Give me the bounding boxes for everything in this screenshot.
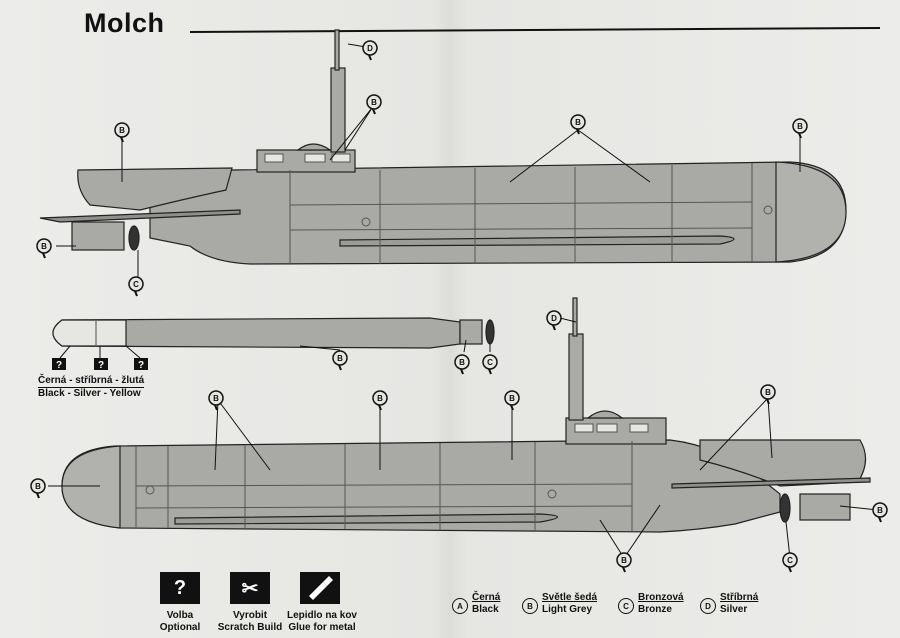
svg-text:?: ? bbox=[56, 360, 62, 371]
callout-b: B bbox=[760, 384, 776, 405]
bottom-propeller bbox=[779, 493, 791, 523]
callout-b: B bbox=[332, 350, 348, 371]
svg-text:B: B bbox=[797, 122, 803, 131]
svg-text:B: B bbox=[377, 394, 383, 403]
callout-b: B bbox=[114, 122, 130, 143]
bottom-underslung-torpedo bbox=[174, 513, 559, 525]
svg-text:C: C bbox=[487, 358, 493, 367]
svg-text:B: B bbox=[213, 394, 219, 403]
question-icon: ? bbox=[94, 358, 108, 371]
torpedo-drawing bbox=[52, 317, 495, 349]
callout-c: C bbox=[482, 354, 498, 375]
top-rudder-box bbox=[71, 221, 125, 251]
callout-badges: D B B B B B C D B B C B B B B B B C B bbox=[30, 40, 888, 573]
bottom-stern-deck bbox=[699, 439, 867, 487]
svg-text:D: D bbox=[367, 44, 373, 53]
torpedo-markers: ? ? ? bbox=[52, 345, 148, 371]
top-hatch-dome bbox=[296, 143, 332, 151]
top-periscope-tip bbox=[334, 29, 340, 71]
svg-text:B: B bbox=[877, 506, 883, 515]
svg-text:B: B bbox=[765, 388, 771, 397]
question-icon: ? bbox=[134, 358, 148, 371]
callout-d: D bbox=[546, 310, 562, 331]
svg-text:D: D bbox=[551, 314, 557, 323]
svg-text:B: B bbox=[119, 126, 125, 135]
top-hull bbox=[149, 161, 847, 265]
callout-b: B bbox=[30, 478, 46, 499]
top-stern-deck bbox=[77, 167, 233, 211]
top-bow-cap bbox=[775, 161, 847, 263]
svg-text:B: B bbox=[459, 358, 465, 367]
callout-b: B bbox=[504, 390, 520, 411]
svg-text:B: B bbox=[621, 556, 627, 565]
torpedo-warhead bbox=[52, 319, 127, 347]
question-icon: ? bbox=[52, 358, 66, 371]
svg-text:?: ? bbox=[98, 360, 104, 371]
svg-text:?: ? bbox=[138, 360, 144, 371]
callout-c: C bbox=[128, 276, 144, 297]
bottom-periscope bbox=[568, 333, 584, 421]
torpedo-label-czech: Černá - stříbrná - žlutá bbox=[38, 375, 145, 388]
callout-c: C bbox=[782, 552, 798, 573]
page-title: Molch bbox=[84, 8, 165, 38]
svg-text:B: B bbox=[35, 482, 41, 491]
torpedo-propeller bbox=[485, 319, 495, 345]
top-periscope bbox=[330, 67, 346, 153]
torpedo-label-english: Black - Silver - Yellow bbox=[38, 388, 141, 399]
svg-text:B: B bbox=[371, 98, 377, 107]
top-fin bbox=[39, 209, 241, 223]
callout-b: B bbox=[366, 94, 382, 115]
leader-lines bbox=[48, 43, 879, 559]
callout-d: D bbox=[362, 40, 378, 61]
callout-b: B bbox=[616, 552, 632, 573]
top-propeller bbox=[128, 225, 140, 251]
submarine-bottom-view bbox=[61, 297, 871, 533]
question-icon: ? bbox=[160, 572, 200, 604]
svg-text:B: B bbox=[41, 242, 47, 251]
svg-text:B: B bbox=[337, 354, 343, 363]
callout-b: B bbox=[792, 118, 808, 139]
callout-b: B bbox=[36, 238, 52, 259]
callout-b: B bbox=[454, 354, 470, 375]
callout-b: B bbox=[372, 390, 388, 411]
bottom-bow-cap bbox=[61, 445, 121, 529]
svg-text:B: B bbox=[575, 118, 581, 127]
svg-text:C: C bbox=[787, 556, 793, 565]
callout-b: B bbox=[570, 114, 586, 135]
callout-b: B bbox=[208, 390, 224, 411]
svg-text:C: C bbox=[133, 280, 139, 289]
title-rule bbox=[189, 27, 881, 33]
callout-b: B bbox=[872, 502, 888, 523]
scissors-icon: ✂ bbox=[230, 572, 270, 604]
top-underslung-torpedo bbox=[339, 235, 735, 247]
glue-tube-icon bbox=[300, 572, 340, 604]
bottom-rudder-box bbox=[799, 493, 851, 521]
svg-text:B: B bbox=[509, 394, 515, 403]
